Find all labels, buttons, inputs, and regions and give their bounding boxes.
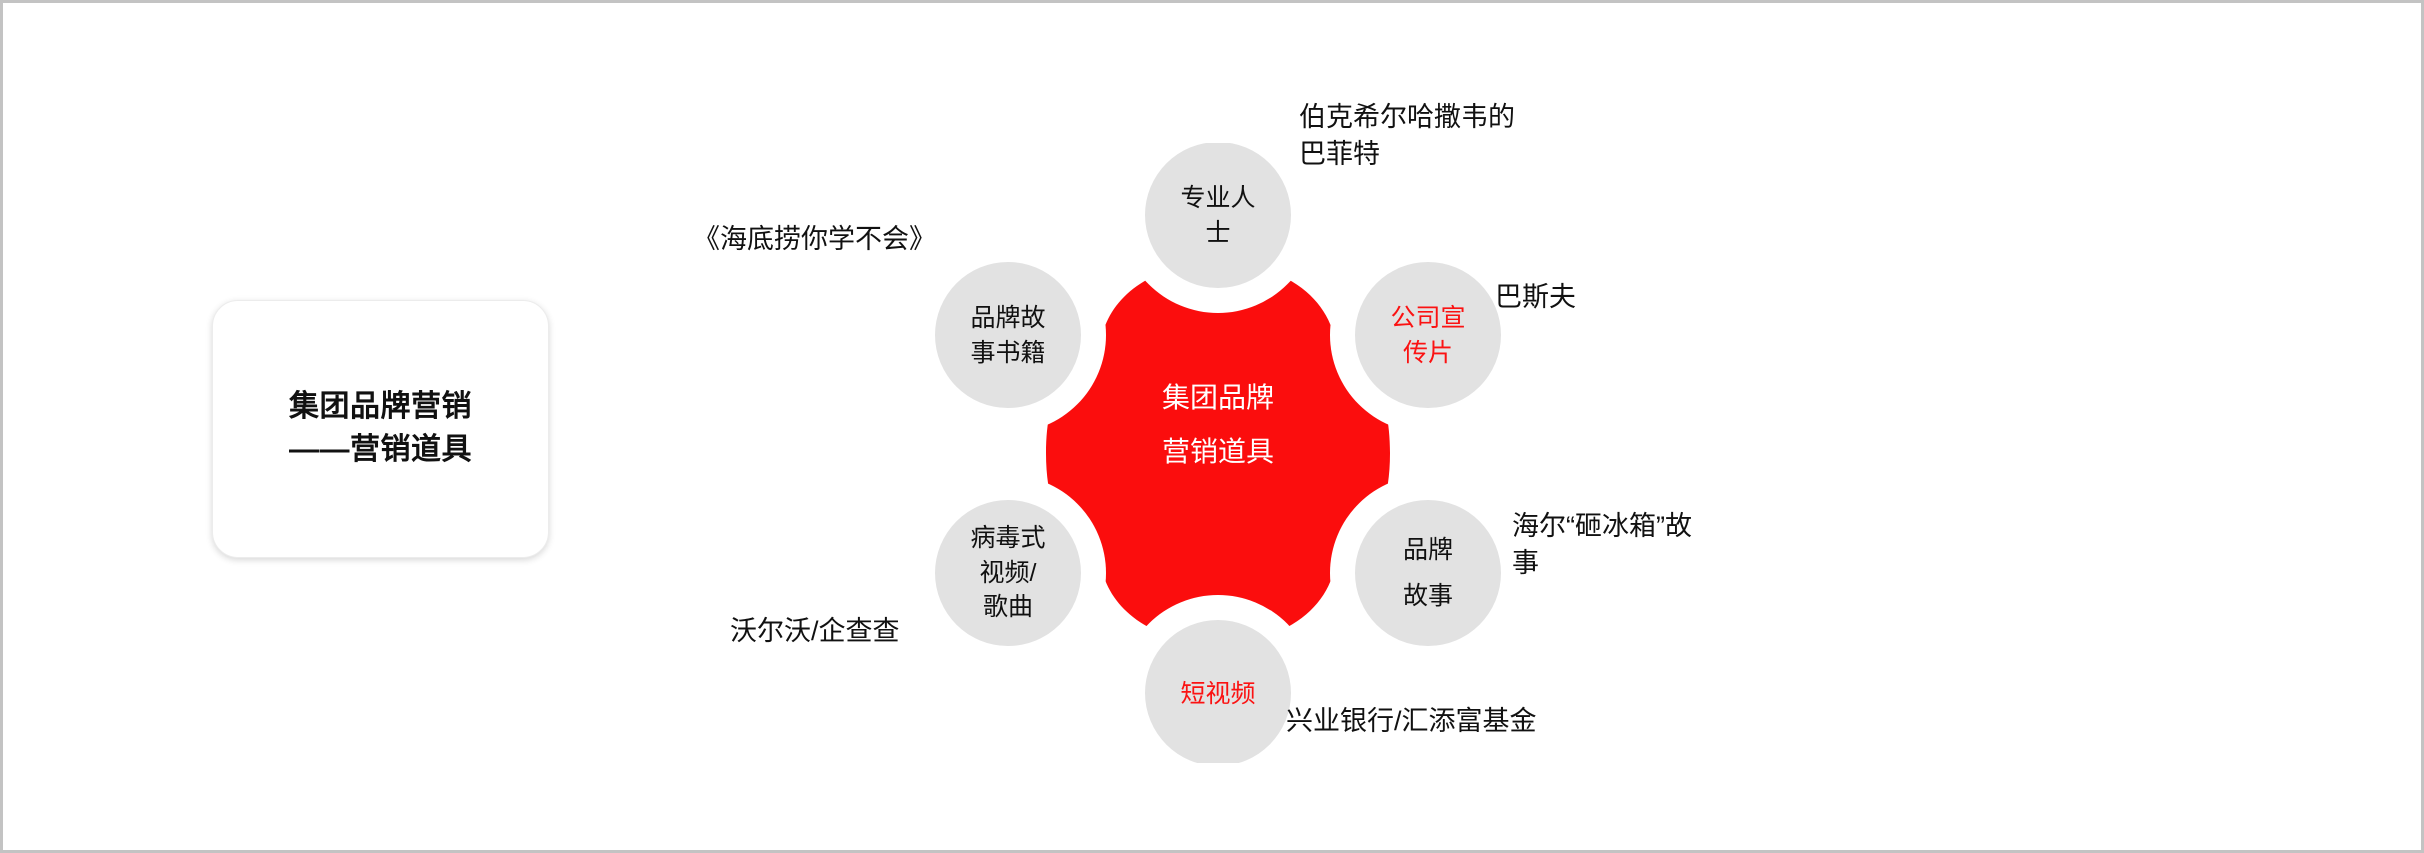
hub-shape <box>928 143 1508 763</box>
page-title: 集团品牌营销 ——营销道具 <box>289 390 472 466</box>
annotation-basf: 巴斯夫 <box>1495 282 1576 312</box>
annotation-haidilao: 《海底捞你学不会》 <box>693 224 936 254</box>
diagram-graphic <box>928 143 1508 763</box>
annotation-volvo: 沃尔沃/企查查 <box>730 616 900 646</box>
title-card: 集团品牌营销 ——营销道具 <box>212 300 549 558</box>
annotation-funds: 兴业银行/汇添富基金 <box>1286 706 1537 736</box>
annotation-buffett: 伯克希尔哈撒韦的 巴菲特 <box>1299 102 1515 169</box>
annotation-haier: 海尔“砸冰箱”故 事 <box>1512 511 1692 578</box>
hub-and-spoke-diagram: 集团品牌 营销道具 专业人 士 公司宣 传片 品牌 故事 短视频 病毒式 视频/… <box>928 143 1508 763</box>
